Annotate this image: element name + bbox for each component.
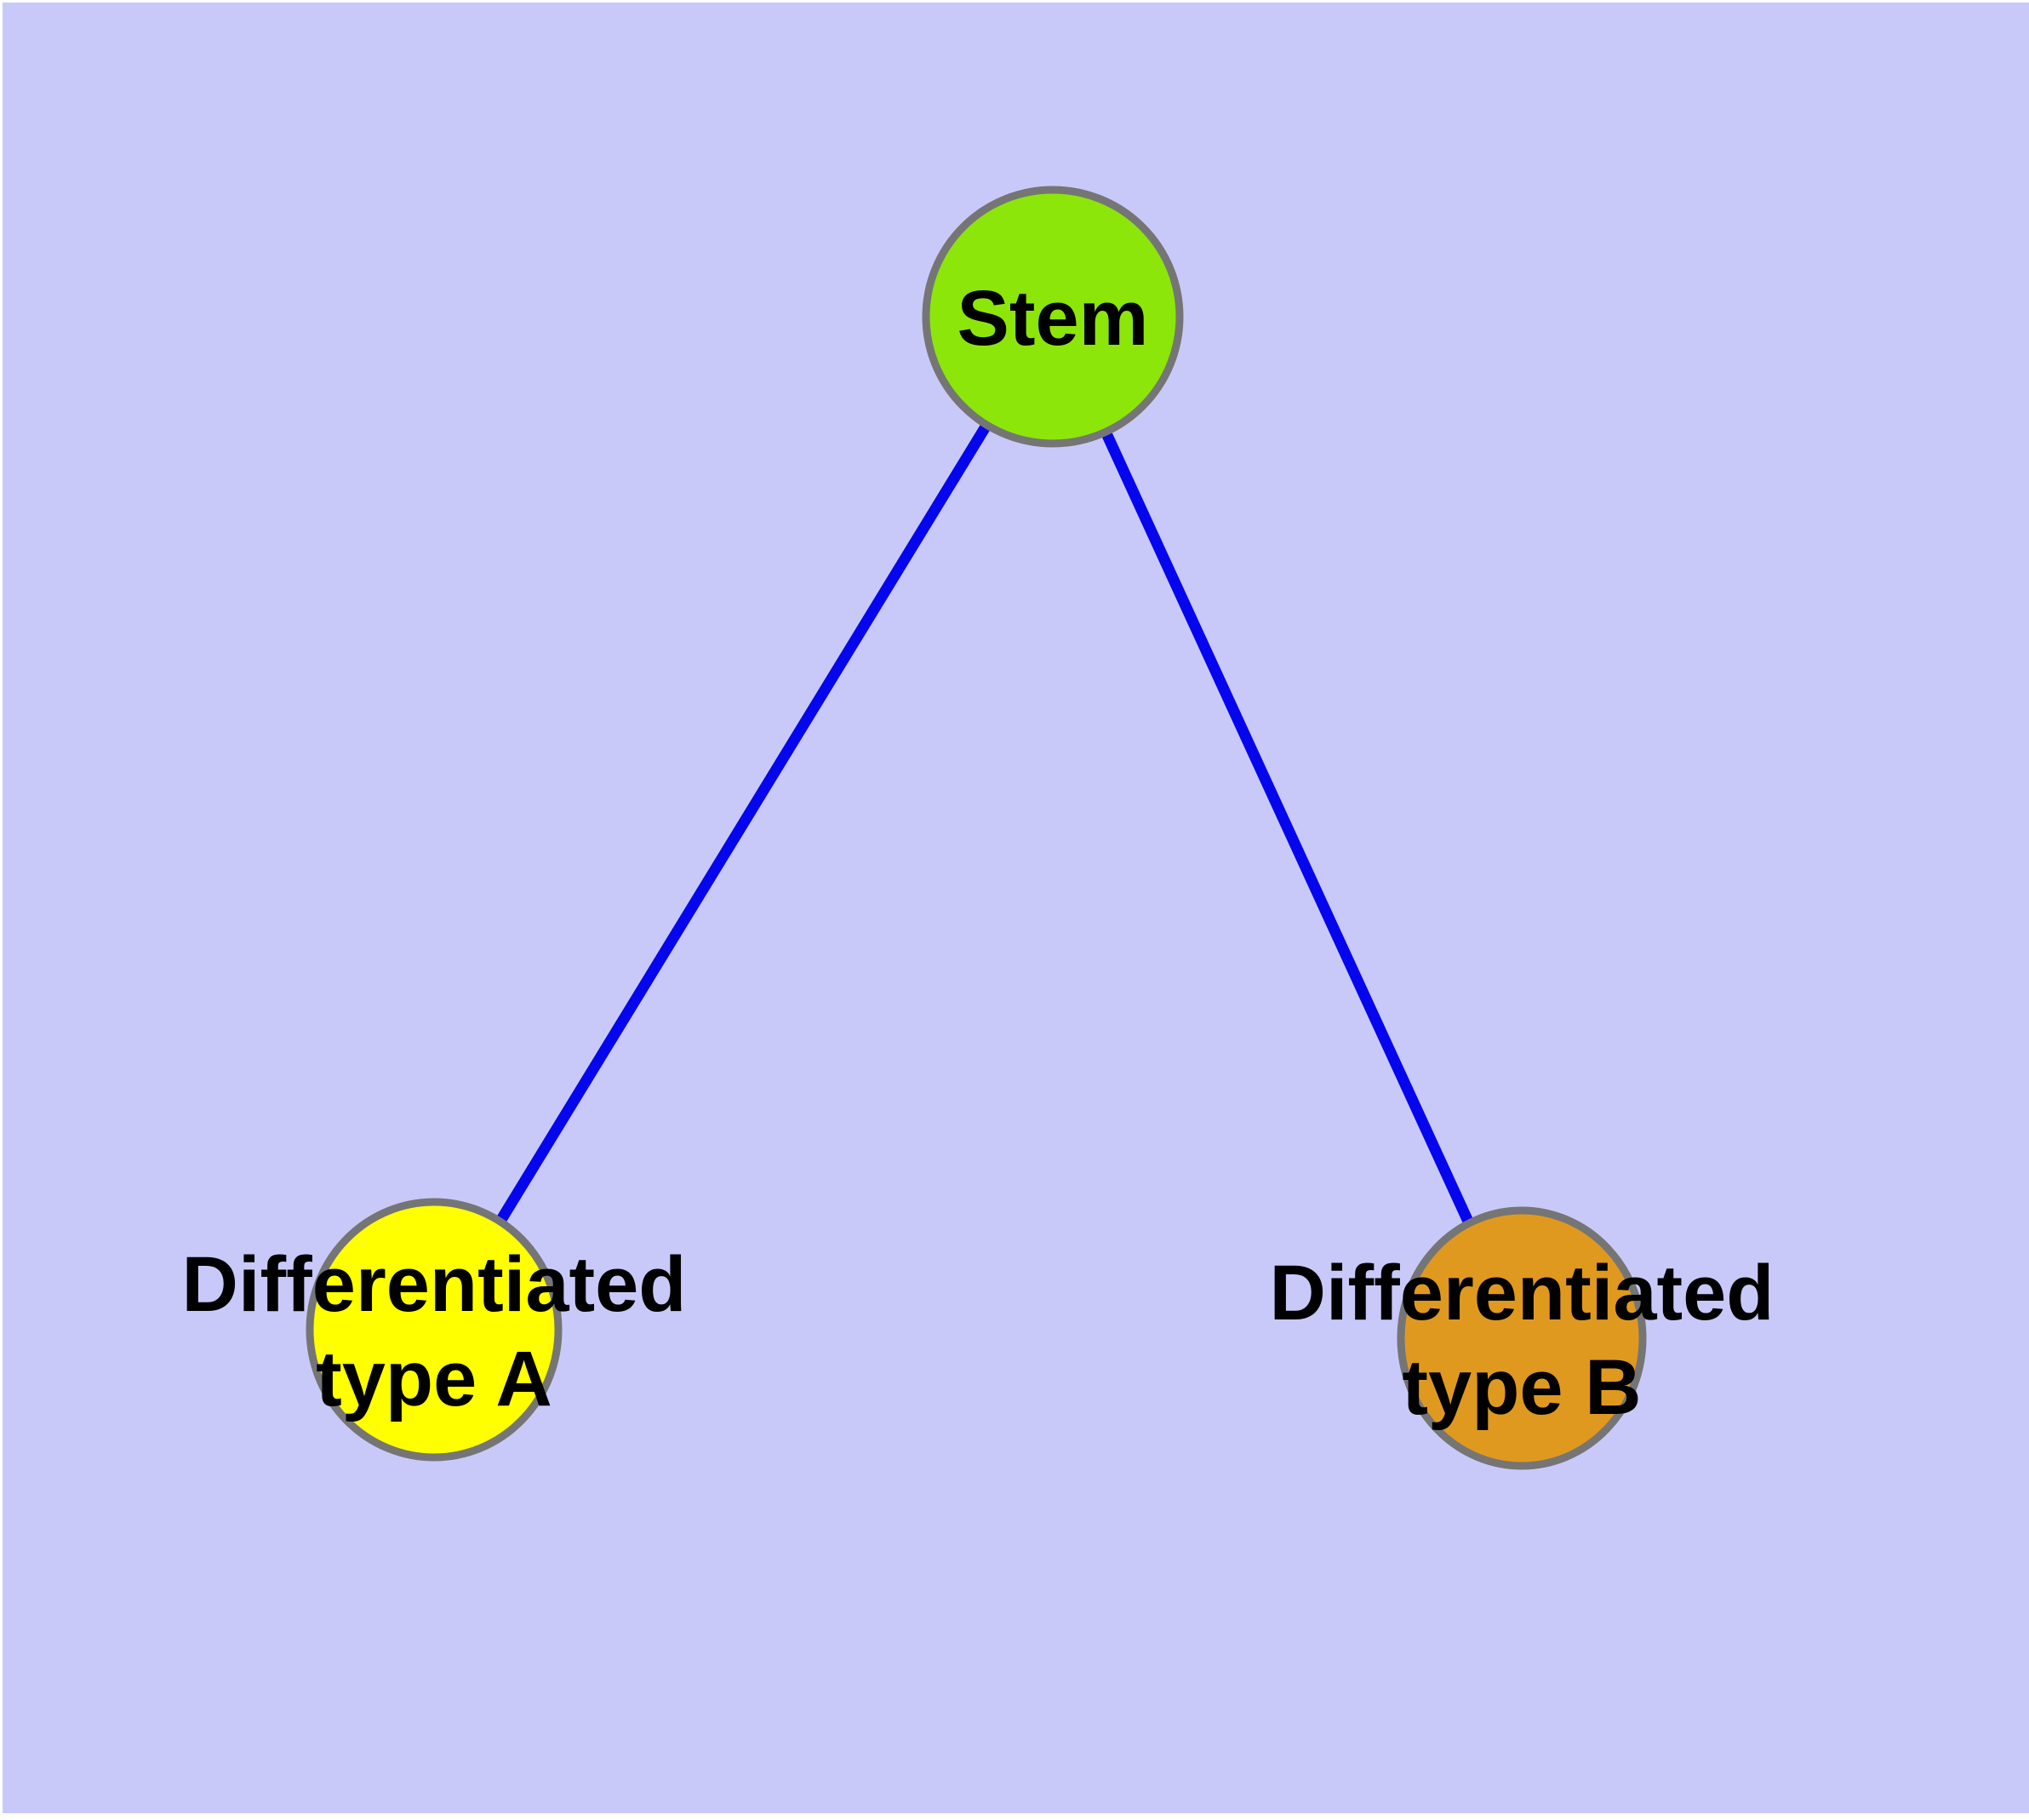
type-a-node-circle	[306, 1198, 563, 1462]
type-b-node-circle	[1397, 1206, 1647, 1470]
edge-stem-to-type-a	[429, 313, 1058, 1333]
type-a-label-line1: Differentiated	[182, 1241, 687, 1328]
type-b-label-line2: type B	[1402, 1344, 1641, 1431]
stem-node-circle	[922, 186, 1184, 448]
type-a-label-line2: type A	[316, 1336, 552, 1422]
stem-node-label: Stem	[957, 275, 1149, 362]
edge-stem-to-type-b	[1048, 314, 1527, 1341]
type-b-label-line1: Differentiated	[1270, 1250, 1775, 1336]
